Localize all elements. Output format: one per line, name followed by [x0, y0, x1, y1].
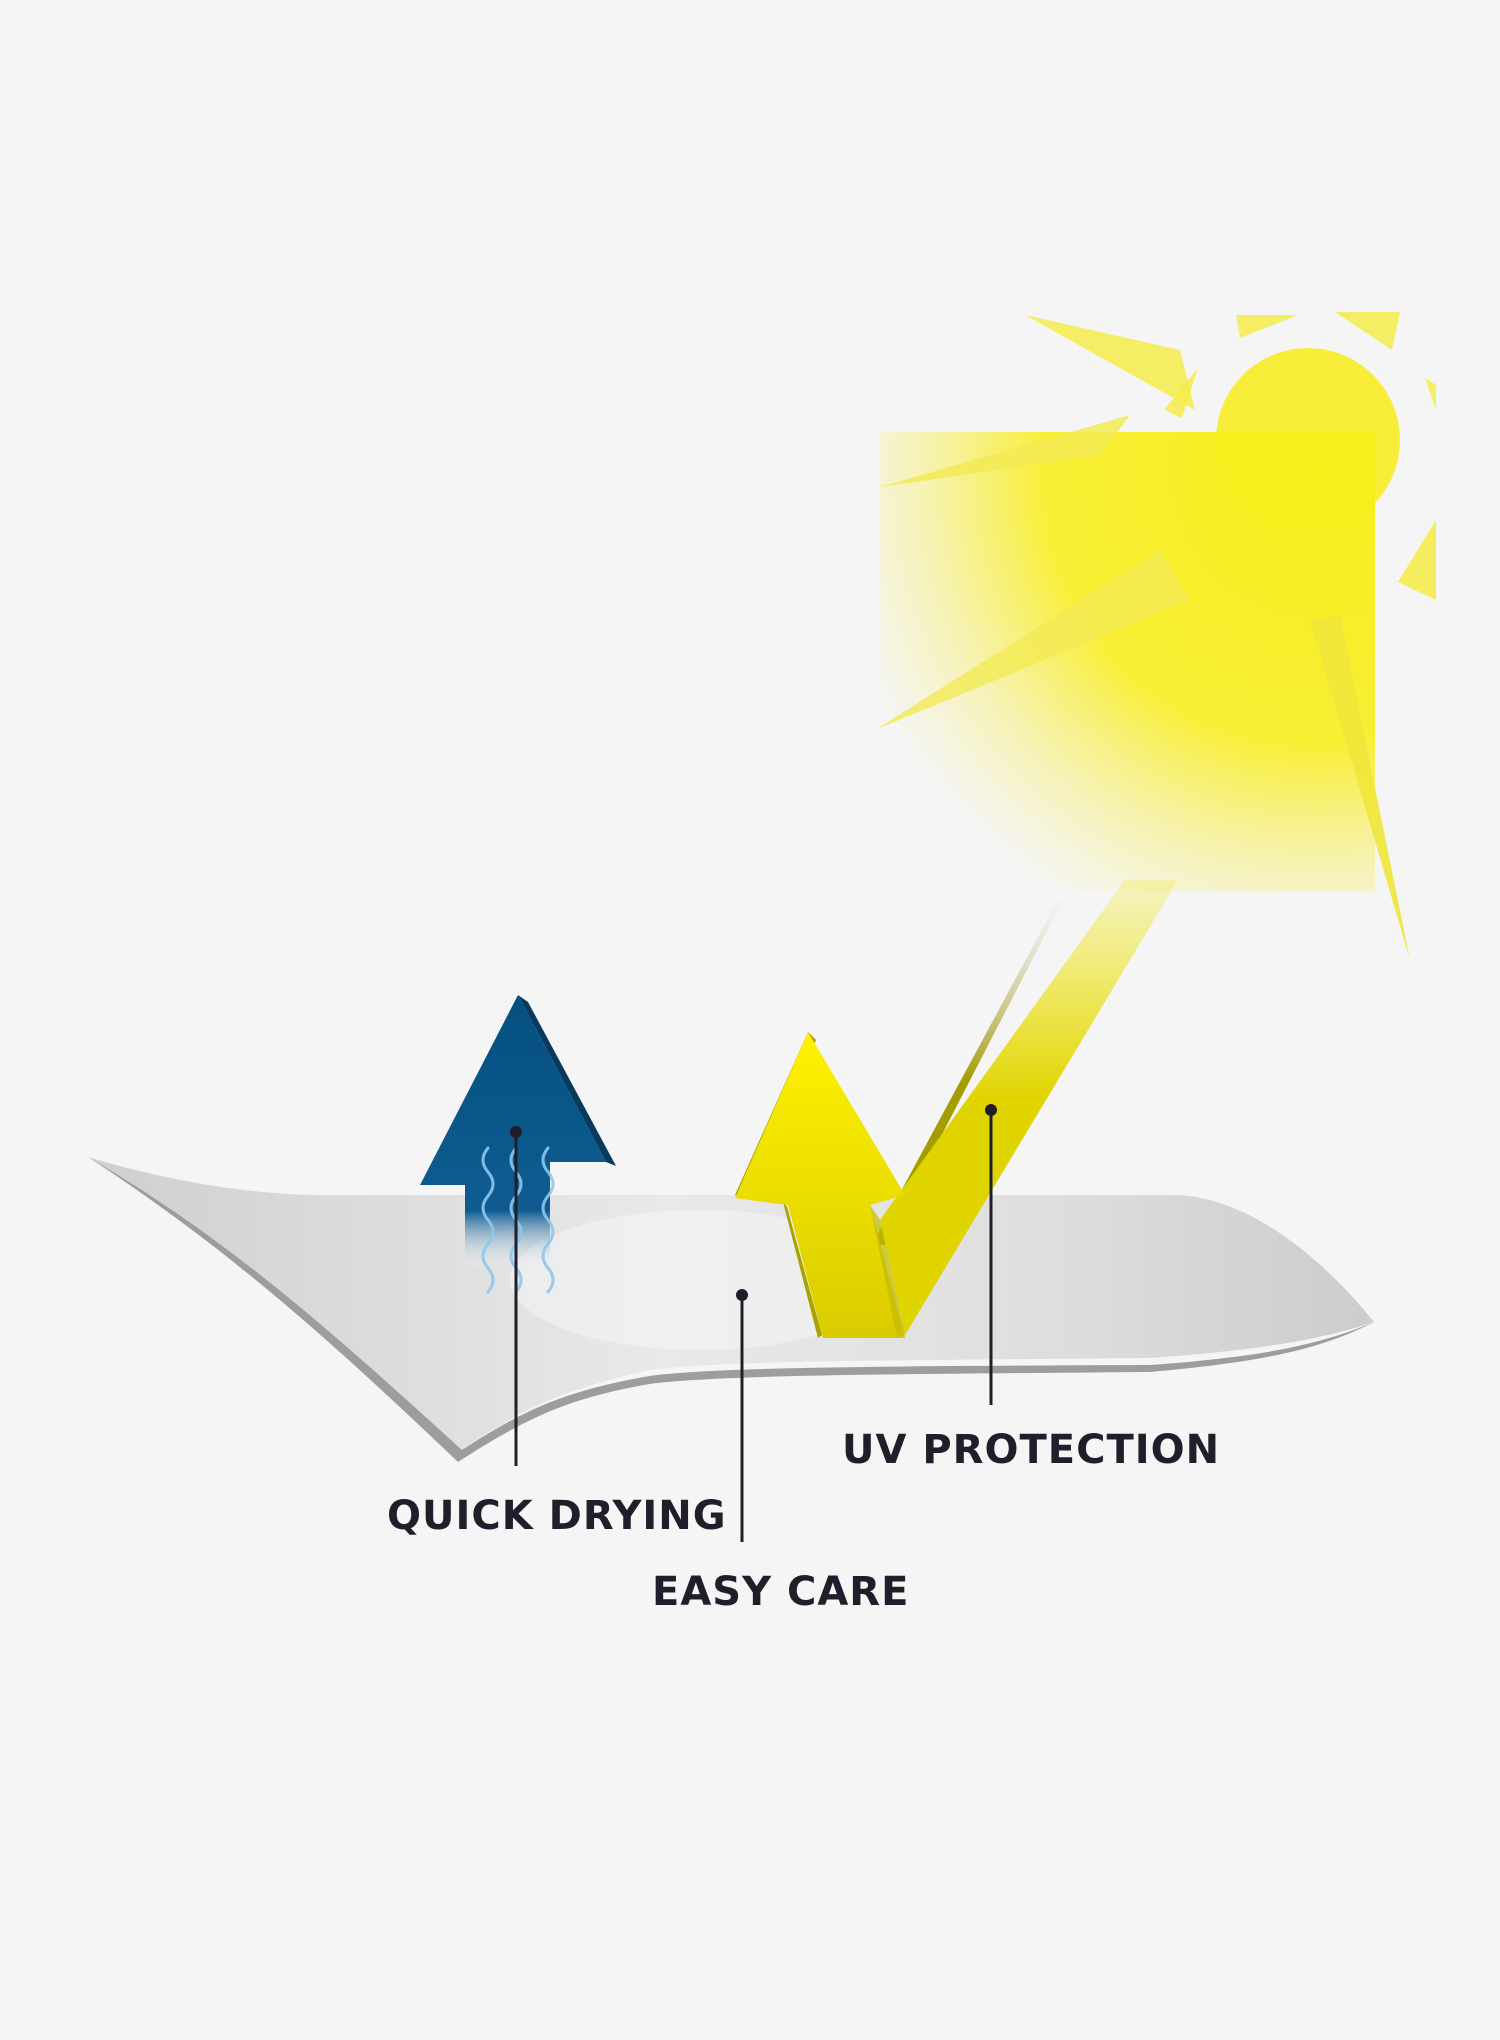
sun-icon: [875, 312, 1436, 960]
reflect-arrow-icon: [735, 880, 1178, 1338]
easy-care-label: EASY CARE: [652, 1569, 910, 1615]
fabric-layer: [88, 1157, 1374, 1462]
uv-protection-leader: [985, 1104, 997, 1405]
uv-protection-label: UV PROTECTION: [842, 1427, 1221, 1473]
easy-care-leader: [736, 1289, 748, 1542]
quick-drying-leader: [510, 1126, 522, 1466]
quick-drying-label: QUICK DRYING: [387, 1493, 727, 1539]
